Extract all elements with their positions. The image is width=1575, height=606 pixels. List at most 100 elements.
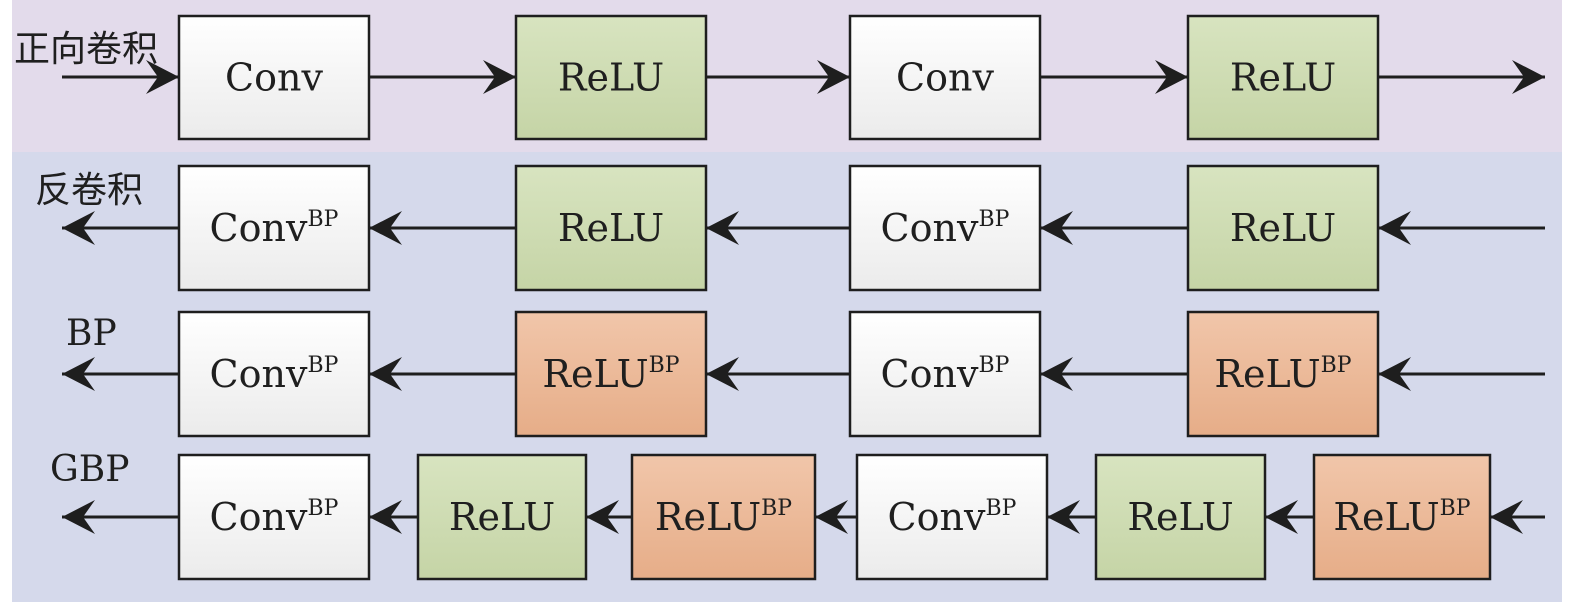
node-box [1094, 453, 1267, 581]
node-label: ReLU [449, 495, 555, 539]
arrowhead [1378, 211, 1411, 245]
arrowhead [369, 357, 402, 391]
node-box [177, 310, 371, 438]
node-box [416, 453, 588, 581]
relu-node: ReLU [1094, 453, 1267, 581]
arrowhead [1378, 357, 1411, 391]
node-box [855, 453, 1049, 581]
node-box [514, 14, 708, 141]
arrowhead [706, 211, 739, 245]
node-box [1186, 310, 1380, 438]
relu-bp-node: ReLUBP [1186, 310, 1380, 438]
node-label: Conv [896, 56, 994, 100]
node-label: ConvBP [210, 495, 339, 539]
node-label: Conv [225, 56, 323, 100]
arrowhead [62, 500, 95, 534]
relu-bp-node: ReLUBP [1312, 453, 1492, 581]
node-label-superscript: BP [307, 353, 338, 378]
node-label: ReLUBP [655, 495, 792, 539]
conv-node: ConvBP [177, 310, 371, 438]
arrowhead [1047, 500, 1080, 534]
node-label: ReLU [1230, 56, 1336, 100]
node-label-main: ReLU [558, 56, 664, 100]
arrowhead [706, 357, 739, 391]
arrowhead [483, 60, 516, 94]
node-label-main: Conv [210, 495, 308, 539]
node-label: ReLU [1230, 206, 1336, 250]
node-label-superscript: BP [761, 496, 792, 521]
node-label-main: ReLU [1230, 56, 1336, 100]
node-label-superscript: BP [307, 496, 338, 521]
row-label: 正向卷积 [14, 29, 158, 70]
node-label-superscript: BP [1440, 496, 1471, 521]
arrowhead [815, 500, 848, 534]
conv-node: ConvBP [177, 164, 371, 292]
node-label-superscript: BP [978, 207, 1009, 232]
node-label: ReLU [558, 56, 664, 100]
row-label: GBP [50, 449, 129, 490]
relu-bp-node: ReLUBP [514, 310, 708, 438]
relu-bp-node: ReLUBP [630, 453, 817, 581]
arrowhead [1512, 60, 1545, 94]
node-box [177, 164, 371, 292]
row-label: BP [66, 313, 117, 354]
node-box [848, 310, 1042, 438]
node-label-main: Conv [896, 56, 994, 100]
node-label: ReLUBP [1333, 495, 1470, 539]
relu-node: ReLU [1186, 164, 1380, 292]
node-label-superscript: BP [307, 207, 338, 232]
node-label-main: ReLU [1127, 495, 1233, 539]
node-label-main: Conv [225, 56, 323, 100]
relu-node: ReLU [514, 14, 708, 141]
node-box [177, 14, 371, 141]
conv-node: Conv [177, 14, 371, 141]
node-box [630, 453, 817, 581]
arrowhead [1490, 500, 1523, 534]
node-label: ReLU [1127, 495, 1233, 539]
arrowhead [146, 60, 179, 94]
node-box [1186, 14, 1380, 141]
conv-node: Conv [848, 14, 1042, 141]
node-label: ConvBP [881, 352, 1010, 396]
node-box [848, 14, 1042, 141]
node-label-main: ReLU [1214, 352, 1320, 396]
node-label-main: ReLU [1333, 495, 1439, 539]
node-label: ConvBP [888, 495, 1017, 539]
node-label-superscript: BP [978, 353, 1009, 378]
relu-node: ReLU [514, 164, 708, 292]
arrowhead [817, 60, 850, 94]
arrowhead [369, 500, 402, 534]
node-label-main: Conv [210, 206, 308, 250]
relu-node: ReLU [416, 453, 588, 581]
relu-node: ReLU [1186, 14, 1380, 141]
node-label-superscript: BP [1321, 353, 1352, 378]
node-label-superscript: BP [649, 353, 680, 378]
node-label-main: ReLU [1230, 206, 1336, 250]
conv-node: ConvBP [177, 453, 371, 581]
node-label-main: ReLU [558, 206, 664, 250]
node-label: ReLUBP [542, 352, 679, 396]
node-label-main: Conv [881, 352, 979, 396]
node-label: ConvBP [210, 352, 339, 396]
node-box [514, 310, 708, 438]
node-label-main: Conv [881, 206, 979, 250]
node-box [1312, 453, 1492, 581]
conv-node: ConvBP [848, 164, 1042, 292]
arrowhead [1040, 357, 1073, 391]
arrowhead [586, 500, 619, 534]
arrowhead [62, 357, 95, 391]
conv-node: ConvBP [855, 453, 1049, 581]
arrowhead [369, 211, 402, 245]
node-label: ReLU [558, 206, 664, 250]
node-label: ReLUBP [1214, 352, 1351, 396]
row-label: 反卷积 [35, 170, 143, 211]
node-box [1186, 164, 1380, 292]
node-label-main: ReLU [655, 495, 761, 539]
node-box [177, 453, 371, 581]
arrowhead [1040, 211, 1073, 245]
node-label-main: ReLU [542, 352, 648, 396]
node-label-main: ReLU [449, 495, 555, 539]
node-label: ConvBP [881, 206, 1010, 250]
node-box [848, 164, 1042, 292]
node-box [514, 164, 708, 292]
